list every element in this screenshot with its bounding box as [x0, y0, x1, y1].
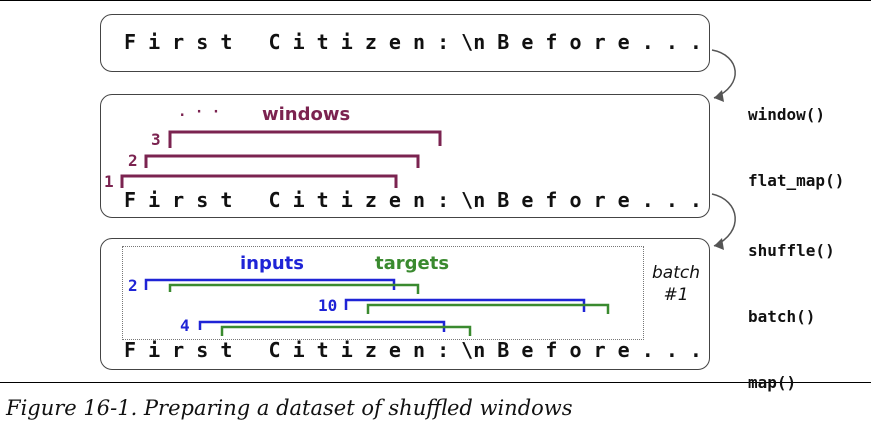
- window-number-1: 1: [104, 172, 114, 191]
- windows-text-sequence: F i r s t C i t i z e n : \n B e f o r e…: [124, 188, 702, 212]
- targets-bracket-2: [168, 283, 420, 294]
- op-flat-map: flat_map(): [748, 171, 845, 190]
- step1-operations: window() flat_map(): [748, 60, 844, 214]
- windows-label: windows: [262, 104, 351, 125]
- figure-caption: Figure 16-1. Preparing a dataset of shuf…: [6, 396, 573, 420]
- batch-entry-number-10: 10: [318, 296, 338, 315]
- targets-bracket-10: [366, 303, 610, 314]
- arrow-1-curve: [711, 49, 736, 99]
- arrow-2-head: [714, 238, 724, 250]
- op-map: map(): [748, 373, 797, 392]
- raw-text-box: [100, 14, 710, 72]
- step2-operations: shuffle() batch() map(): [748, 196, 835, 416]
- op-batch: batch(): [748, 307, 816, 326]
- batch-entry-number-2: 2: [128, 276, 138, 295]
- op-window: window(): [748, 105, 826, 124]
- op-shuffle: shuffle(): [748, 241, 835, 260]
- window-number-3: 3: [151, 130, 161, 149]
- bottom-rule: [0, 382, 871, 383]
- batch-label-line1: batch: [652, 263, 700, 283]
- batch-entry-number-4: 4: [180, 316, 190, 335]
- arrow-1-head: [714, 90, 724, 102]
- window-number-2: 2: [128, 151, 138, 170]
- window-ellipsis: . · ·: [178, 104, 221, 120]
- batch-region: [122, 246, 644, 340]
- window-bracket-2: [144, 154, 420, 168]
- top-rule: [0, 0, 871, 1]
- window-bracket-1: [120, 174, 398, 188]
- targets-label: targets: [375, 253, 450, 274]
- batch-text-sequence: F i r s t C i t i z e n : \n B e f o r e…: [124, 338, 702, 362]
- raw-text-sequence: F i r s t C i t i z e n : \n B e f o r e…: [124, 30, 702, 54]
- targets-bracket-4: [220, 325, 472, 336]
- inputs-label: inputs: [240, 253, 305, 274]
- arrow-2-curve: [711, 193, 736, 247]
- window-bracket-3: [168, 130, 442, 148]
- batch-label-line2: #1: [663, 285, 689, 305]
- batch-label: batch #1: [648, 262, 704, 306]
